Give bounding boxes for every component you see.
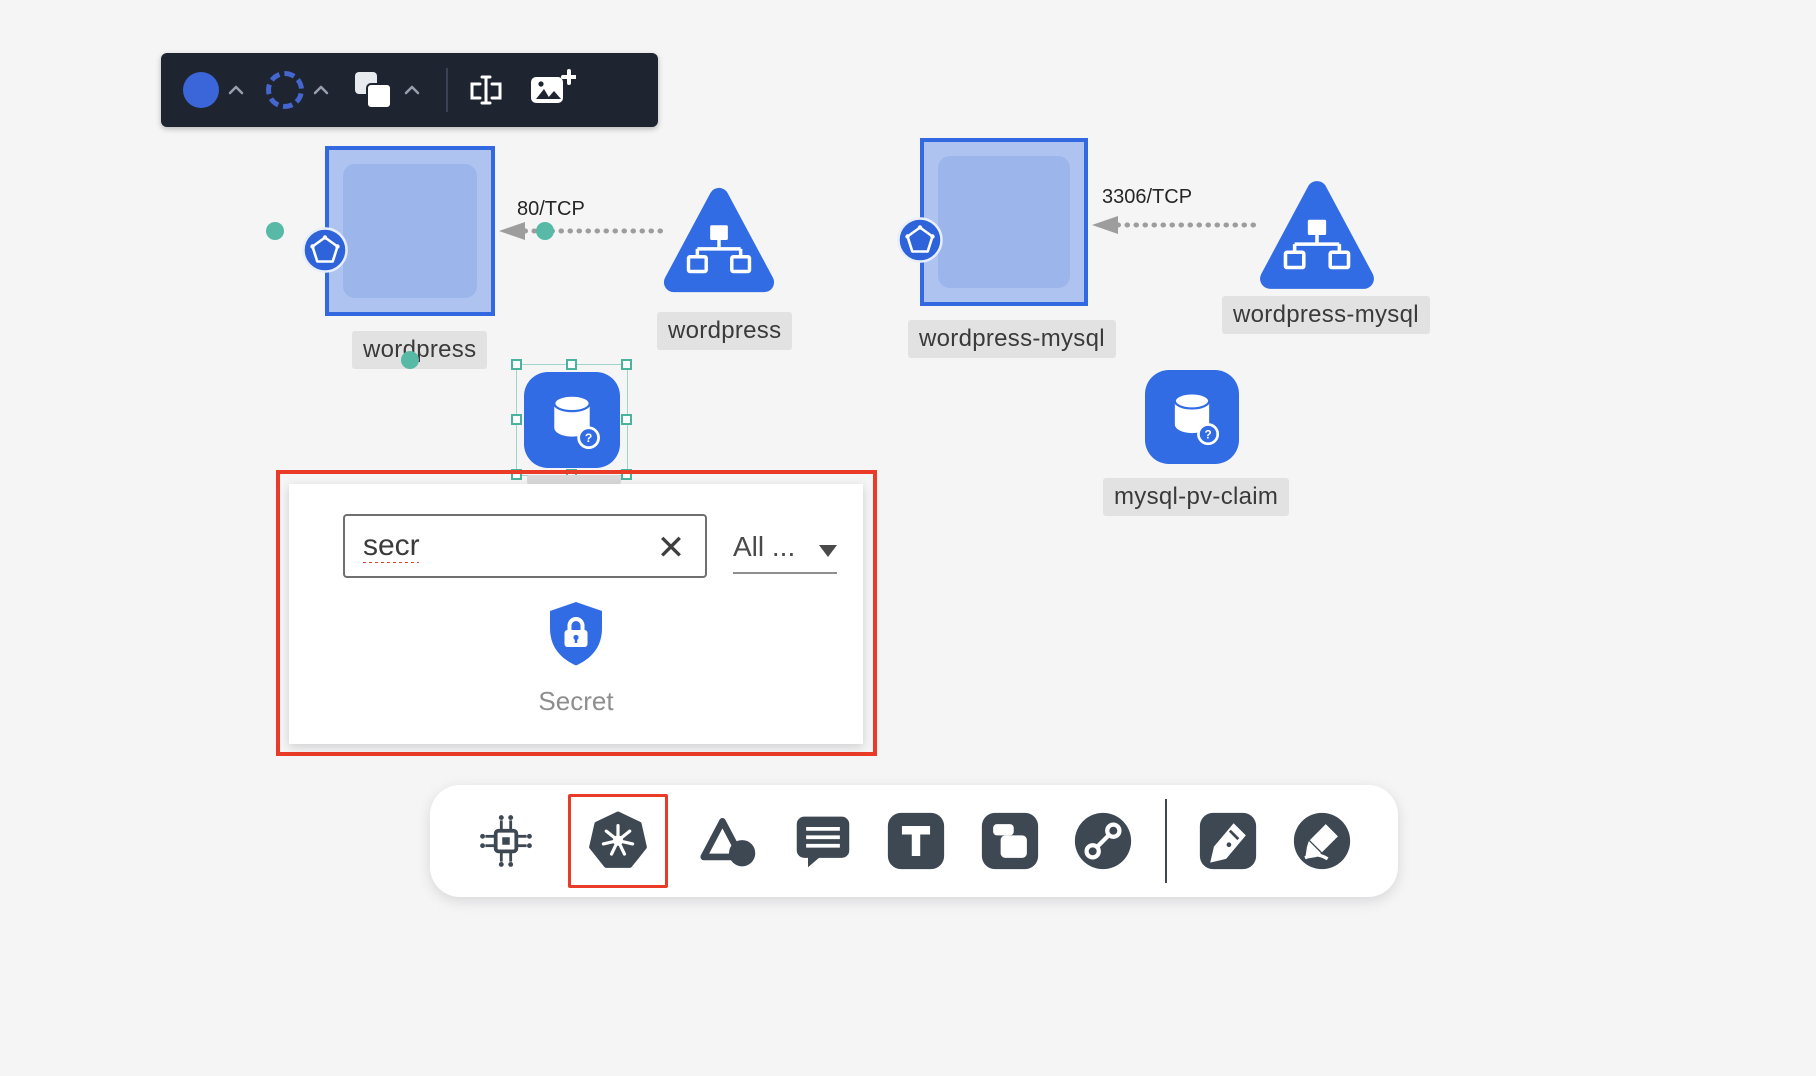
- text-tool-button[interactable]: [884, 809, 948, 873]
- highlighter-tool-button[interactable]: [1290, 809, 1354, 873]
- svg-text:?: ?: [1204, 428, 1211, 441]
- connection-arrow[interactable]: [1088, 207, 1260, 243]
- shape-label: wordpress-mysql: [1222, 296, 1430, 334]
- resize-handle[interactable]: [511, 414, 522, 425]
- infrastructure-tool-button[interactable]: [474, 809, 538, 873]
- annotation-highlight-box: [276, 470, 877, 756]
- shape-picker-panel: ✕ All ... Secret: [289, 484, 863, 744]
- shapes-icon: [700, 818, 756, 867]
- resize-handle[interactable]: [511, 359, 522, 370]
- selection-box: [516, 364, 628, 476]
- selected-tool-highlight: [567, 794, 668, 888]
- port-label: 3306/TCP: [1102, 186, 1193, 208]
- frame-tool-button[interactable]: [978, 809, 1042, 873]
- toolbar-divider: [1164, 799, 1167, 883]
- highlighter-icon: [1293, 812, 1351, 870]
- volume-question-icon: ?: [553, 394, 600, 450]
- chevron-down-icon: [819, 545, 837, 557]
- chevron-up-icon[interactable]: [404, 85, 420, 95]
- shape-label: wordpress-mysql: [908, 320, 1116, 358]
- kubernetes-icon: [588, 811, 647, 868]
- shape-label: wordpress: [657, 312, 793, 350]
- toolbar-divider: [446, 68, 448, 112]
- connection-handle[interactable]: [536, 222, 554, 240]
- category-filter-value: All ...: [733, 531, 796, 562]
- comment-icon: [796, 816, 849, 868]
- clear-search-icon[interactable]: ✕: [651, 528, 691, 568]
- svg-text:?: ?: [585, 431, 592, 445]
- chevron-up-icon[interactable]: [228, 85, 244, 95]
- shape-search-input[interactable]: [343, 514, 707, 578]
- label-partially-hidden: [527, 475, 621, 484]
- chevron-up-icon[interactable]: [313, 85, 329, 95]
- connector-tool-button[interactable]: [1071, 809, 1135, 873]
- volume-question-icon: ?: [1173, 392, 1220, 446]
- shapes-tool-button[interactable]: [697, 809, 761, 873]
- stroke-style-swatch[interactable]: [266, 71, 304, 109]
- search-result-label: Secret: [538, 686, 614, 716]
- circuit-icon: [480, 815, 532, 867]
- pen-tool-button[interactable]: [1196, 809, 1260, 873]
- connection-handle[interactable]: [266, 222, 284, 240]
- service-shape-wordpress[interactable]: [660, 182, 778, 300]
- connector-icon: [1075, 812, 1132, 870]
- text-icon: [888, 812, 945, 870]
- pvc-shape-selected[interactable]: ?: [524, 372, 620, 468]
- resize-handle[interactable]: [621, 359, 632, 370]
- copy-style-icon[interactable]: [351, 68, 395, 112]
- pen-icon: [1200, 812, 1257, 870]
- fill-style-swatch[interactable]: [183, 72, 219, 108]
- pod-shape-wordpress-mysql[interactable]: [920, 138, 1088, 306]
- resize-handle[interactable]: [621, 414, 632, 425]
- service-shape-wordpress-mysql[interactable]: [1256, 176, 1378, 296]
- add-image-icon[interactable]: [528, 68, 576, 112]
- port-label: 80/TCP: [517, 198, 585, 220]
- pod-badge-icon: [897, 217, 943, 263]
- connection-handle[interactable]: [401, 351, 419, 369]
- pod-shape-core: [938, 156, 1070, 288]
- pod-shape-wordpress[interactable]: [325, 146, 495, 316]
- pod-badge-icon: [302, 227, 348, 273]
- resize-handle[interactable]: [566, 359, 577, 370]
- style-toolbar: [161, 53, 658, 127]
- shape-label: wordpress: [352, 331, 488, 369]
- frame-icon: [981, 812, 1038, 870]
- secret-shield-icon[interactable]: [545, 600, 607, 668]
- connection-arrow[interactable]: [495, 213, 667, 249]
- shape-label: mysql-pv-claim: [1103, 478, 1290, 516]
- kubernetes-tool-button[interactable]: [586, 809, 650, 873]
- pvc-shape-mysql-pv-claim[interactable]: ?: [1145, 370, 1239, 464]
- pod-shape-core: [343, 164, 477, 298]
- shape-tools-toolbar: [430, 785, 1398, 897]
- field-resize-icon[interactable]: [466, 72, 506, 108]
- comment-tool-button[interactable]: [791, 809, 855, 873]
- category-filter-dropdown[interactable]: All ...: [733, 522, 837, 574]
